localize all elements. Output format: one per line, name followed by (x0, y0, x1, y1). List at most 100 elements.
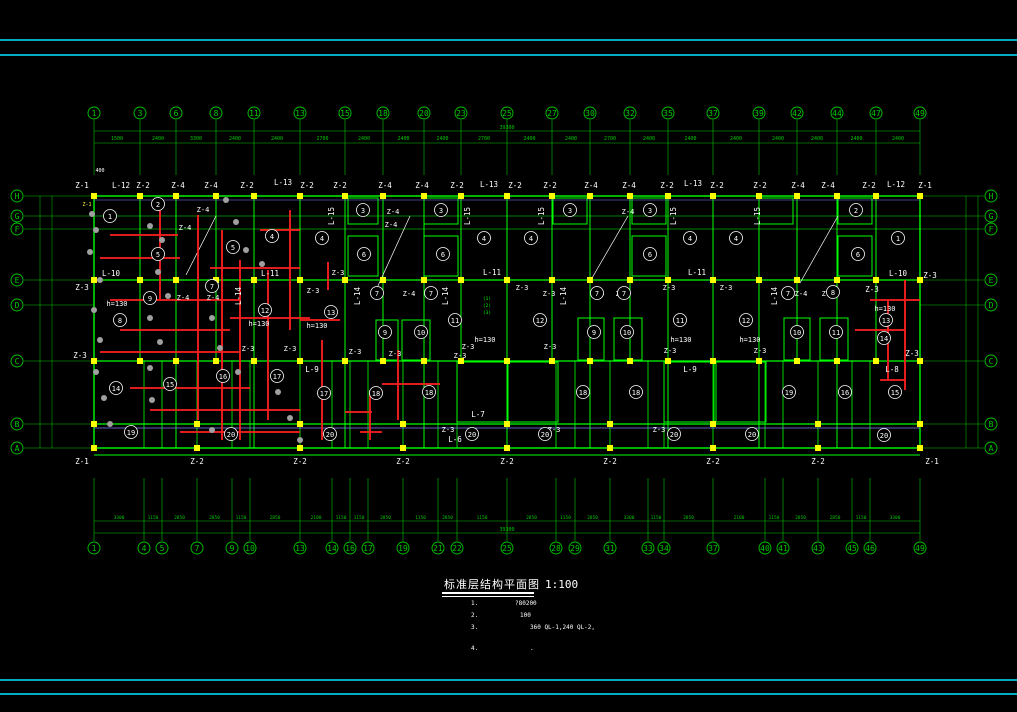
axis-bubble (293, 541, 307, 555)
beam-tag: L-14 (234, 286, 243, 305)
column (91, 421, 97, 427)
dimension-value: 1150 (148, 515, 159, 521)
column-markers (91, 193, 923, 451)
column (380, 193, 386, 199)
column (917, 421, 923, 427)
column (297, 445, 303, 451)
axis-bubble (706, 106, 720, 120)
note-number: 3. (471, 624, 479, 631)
column (710, 193, 716, 199)
dimension-value: 1500 (111, 136, 123, 142)
room-enclosure (401, 319, 431, 361)
axis-label: 14 (327, 544, 337, 553)
dimension-value: 2100 (311, 515, 322, 521)
room-number-circle (643, 247, 657, 261)
axis-label: 30 (585, 109, 595, 118)
column (297, 193, 303, 199)
dimension-value: 1150 (769, 515, 780, 521)
room-number: 18 (425, 389, 433, 397)
room-enclosure (819, 317, 849, 361)
row-axis-label: H (989, 192, 994, 201)
room-number-circle (667, 427, 681, 441)
axis-label: 1 (92, 544, 97, 553)
dimension-value: 2400 (436, 136, 448, 142)
axis-bubble (661, 106, 675, 120)
equipment-symbol (87, 249, 93, 255)
column-tag: Z-2 (710, 181, 724, 190)
column-tag: Z-4 (821, 181, 835, 190)
column-tag: Z-2 (136, 181, 150, 190)
room-number: 6 (362, 251, 366, 259)
dimension-value: 2850 (209, 515, 220, 521)
row-axis-label: C (15, 357, 20, 366)
room-number: 7 (786, 290, 790, 298)
room-number-circle (477, 231, 491, 245)
column-tag: Z-4 (204, 181, 218, 190)
dimension-value: 2400 (850, 136, 862, 142)
column-tag: Z-2 (543, 181, 557, 190)
room-number: 4 (529, 235, 533, 243)
beam-tag: L-13 (684, 179, 702, 188)
room-number: 20 (541, 431, 549, 439)
room-number-circle (265, 229, 279, 243)
slab-height: h=130 (248, 320, 269, 328)
axis-bubble (845, 541, 859, 555)
column (213, 193, 219, 199)
dimension-value: 2400 (397, 136, 409, 142)
dimension-value: 3300 (114, 515, 125, 521)
axis-bubble (863, 541, 877, 555)
axis-bubble (243, 541, 257, 555)
equipment-symbol (259, 261, 265, 267)
axis-label: 27 (547, 109, 557, 118)
row-axis-label: A (989, 444, 994, 453)
equipment-symbol (159, 237, 165, 243)
column-tag: Z-2 (753, 181, 767, 190)
room-enclosure (552, 197, 588, 225)
dimension-value: 2400 (358, 136, 370, 142)
axis-label: 7 (195, 544, 200, 553)
column-tag: Z-2 (706, 457, 720, 466)
room-number-circle (414, 325, 428, 339)
room-number: 20 (468, 431, 476, 439)
axis-bubble (450, 541, 464, 555)
dimension-value: 1150 (560, 515, 571, 521)
slab-height: h=130 (874, 305, 895, 313)
room-number-circle (790, 325, 804, 339)
column (665, 277, 671, 283)
row-axis-bubble (984, 417, 998, 431)
room-number-circle (524, 231, 538, 245)
slab-height: h=130 (739, 336, 760, 344)
room-number: 18 (579, 389, 587, 397)
row-axis-bubble (984, 298, 998, 312)
room-number: 1 (108, 213, 112, 221)
room-number: 20 (227, 431, 235, 439)
column (251, 193, 257, 199)
dimension-value: 2850 (270, 515, 281, 521)
axis-bubble (87, 106, 101, 120)
beam-tag: L-12 (112, 181, 130, 190)
row-axis-bubble (984, 209, 998, 223)
room-number: 5 (156, 251, 160, 259)
room-number: 20 (326, 431, 334, 439)
equipment-symbol (101, 395, 107, 401)
axis-bubble (706, 541, 720, 555)
beam-tag: L-11 (688, 268, 706, 277)
row-axis-label: F (989, 225, 994, 234)
column-tag: Z-3 (349, 348, 362, 356)
column-tag: Z-3 (664, 347, 677, 355)
equipment-symbol (149, 397, 155, 403)
equipment-symbol (233, 219, 239, 225)
row-axis-bubble (10, 298, 24, 312)
axis-label: 28 (551, 544, 561, 553)
axis-label: 39 (754, 109, 764, 118)
room-number: 14 (880, 335, 888, 343)
axis-bubble (549, 541, 563, 555)
room-number: 1 (896, 235, 900, 243)
dimension-value: 2850 (442, 515, 453, 521)
room-number: 4 (270, 233, 274, 241)
axis-bubble (790, 106, 804, 120)
row-axis-bubble (984, 273, 998, 287)
axis-label: 18 (378, 109, 388, 118)
column (834, 193, 840, 199)
